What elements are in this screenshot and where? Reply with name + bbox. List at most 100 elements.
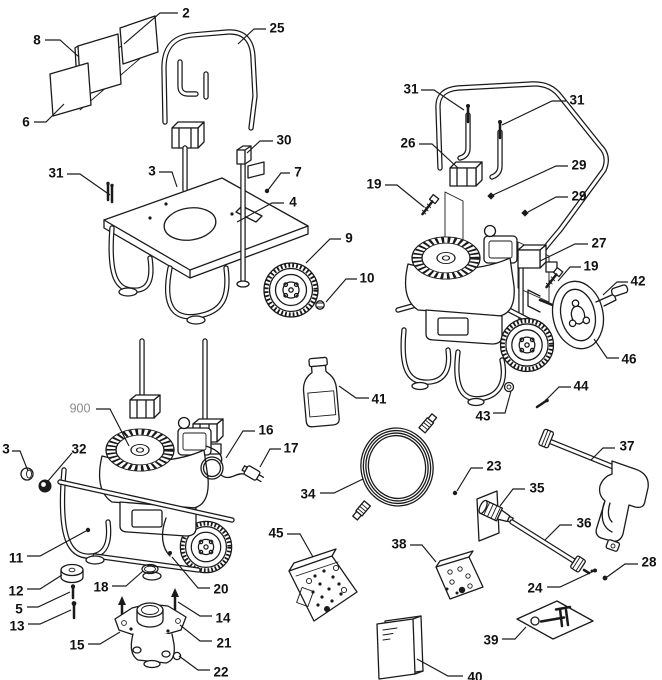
leader-line-29 [527, 196, 568, 213]
callout-14: 14 [215, 611, 231, 626]
fastener-dot-28 [602, 575, 608, 581]
leader-line-30 [246, 140, 273, 154]
chemical-ball-22 [172, 651, 182, 661]
pump-assembly [114, 588, 187, 669]
callout-20: 20 [213, 582, 228, 597]
leader-line-19 [557, 266, 581, 282]
callout-35: 35 [529, 481, 545, 496]
callout-45: 45 [268, 526, 284, 541]
leader-line-32 [47, 452, 73, 482]
leader-line-46 [593, 338, 619, 359]
gun-grip [595, 460, 649, 542]
wheel [501, 319, 554, 372]
leader-line-6 [34, 103, 65, 123]
leader-line-40 [416, 658, 463, 677]
callout-40: 40 [467, 670, 482, 680]
panel-bracket-27 [517, 244, 558, 273]
manual-booklet-40 [376, 615, 424, 680]
leader-line-9 [305, 238, 341, 264]
leader-line-37 [590, 447, 615, 461]
unloader-tube-20 [161, 517, 172, 557]
leader-line-11 [27, 530, 87, 557]
leader-line-24 [547, 571, 593, 588]
callout-10: 10 [359, 271, 374, 286]
callout-9: 9 [345, 231, 353, 246]
callout-6: 6 [22, 115, 30, 130]
leader-line-3 [159, 171, 178, 188]
oil-bottle-41 [302, 356, 340, 428]
leader-line-31 [501, 100, 566, 126]
fastener-dot-11 [85, 527, 91, 533]
handle-pin-31 [466, 104, 470, 124]
leader-line-38 [410, 544, 437, 563]
callout-24: 24 [527, 581, 543, 596]
callout-29: 29 [571, 189, 586, 204]
callout-18: 18 [93, 580, 109, 595]
leader-line-36 [544, 524, 572, 541]
leader-line-17 [259, 448, 281, 468]
deck-hole [163, 207, 217, 241]
callout-12: 12 [8, 584, 23, 599]
panel-2 [119, 15, 159, 65]
leader-line-19 [385, 184, 425, 208]
callout-15: 15 [69, 638, 85, 653]
hose-fitting [418, 413, 438, 434]
leader-line-27 [539, 243, 588, 262]
accessories [288, 356, 649, 680]
callout-4: 4 [289, 195, 297, 210]
nut-29 [487, 192, 495, 200]
engine [406, 226, 517, 345]
spray-gun-37 [538, 428, 649, 552]
bolt-19 [421, 193, 440, 216]
hose-coil-34 [352, 413, 438, 521]
fastener-dot-23 [452, 490, 458, 496]
leader-line-3 [12, 450, 29, 472]
callout-26: 26 [400, 136, 416, 151]
leader-line-35 [499, 488, 525, 507]
callout-30: 30 [276, 133, 291, 148]
nozzle-holder-35 [476, 490, 514, 542]
leader-line-31 [421, 89, 465, 111]
leader-line-42 [602, 281, 628, 296]
leader-line-4 [236, 202, 284, 223]
nut-29 [521, 209, 529, 217]
callout-34: 34 [300, 487, 316, 502]
callout-11: 11 [9, 551, 24, 566]
nozzle-kit-bag-45 [288, 548, 358, 622]
left-hardware [20, 467, 91, 620]
wire-plug-17 [241, 465, 265, 483]
callout-16: 16 [258, 423, 274, 438]
leader-line-12 [27, 574, 63, 590]
exploded-cart-view [49, 15, 325, 325]
engine-pump-exploded-view [20, 341, 265, 669]
leader-line-21 [179, 624, 212, 642]
callout-39: 39 [483, 633, 498, 648]
bolt-13 [71, 601, 77, 620]
callout-23: 23 [486, 459, 502, 474]
engine-wire-16 [200, 445, 245, 480]
callout-38: 38 [391, 537, 407, 552]
callout-44: 44 [573, 379, 589, 394]
o-ring-18 [141, 563, 159, 575]
post-cap-30 [236, 145, 252, 165]
callout-28: 28 [641, 555, 657, 570]
decal-panels [49, 15, 159, 117]
reel-crank [595, 293, 617, 307]
callout-3: 3 [148, 164, 156, 179]
leader-line-16 [225, 430, 255, 459]
callout-900: 900 [70, 402, 91, 416]
leader-line-5 [27, 591, 71, 608]
leader-line-45 [287, 533, 314, 558]
callout-31: 31 [48, 166, 64, 181]
callout-32: 32 [71, 442, 86, 457]
leader-line-900 [96, 408, 130, 447]
bolt-5 [70, 584, 76, 600]
callout-46: 46 [621, 352, 637, 367]
leader-line-41 [338, 385, 369, 399]
leader-line-31 [67, 173, 111, 196]
callout-13: 13 [9, 619, 25, 634]
leader-line-14 [177, 601, 212, 617]
